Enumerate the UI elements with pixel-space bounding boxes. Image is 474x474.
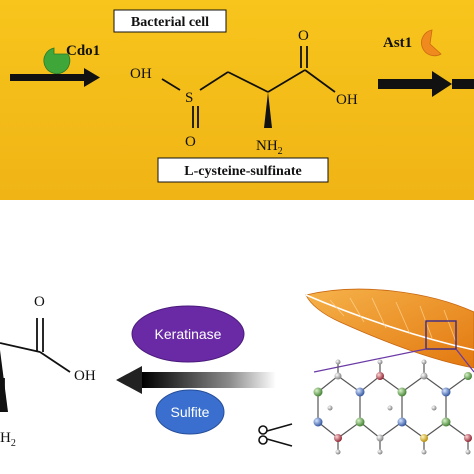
molecule-label: L-cysteine-sulfinate (184, 164, 301, 179)
product-atom-h2: H2 (0, 430, 16, 449)
keratinase-oval (131, 305, 245, 363)
atom-nh2: NH2 (256, 138, 283, 157)
atom-s: S (185, 90, 193, 106)
sulfite-label: Sulfite (171, 404, 210, 420)
feather-zoom-box (425, 320, 457, 350)
bacterial-cell-label-box (113, 9, 227, 33)
degradation-arrow (116, 366, 276, 394)
cysteine-sulfinate-structure (161, 46, 336, 128)
atom-oh-right: OH (336, 92, 358, 108)
product-wedge-bond (0, 350, 8, 412)
keratin-lattice (313, 359, 472, 455)
atom-o-bottom: O (185, 134, 196, 150)
molecule-label-box (157, 157, 329, 183)
cdo1-label: Cdo1 (66, 43, 100, 59)
scissors-icon (258, 423, 293, 447)
product-structure-partial (0, 318, 71, 412)
feather-icon (305, 288, 474, 369)
keratinase-label: Keratinase (155, 326, 222, 342)
bacterial-cell-label: Bacterial cell (131, 15, 209, 30)
atom-nh2-label: NH2 (256, 138, 283, 157)
zoom-line-left (313, 348, 427, 373)
atom-oh-left: OH (130, 66, 152, 82)
ast1-label: Ast1 (383, 35, 412, 51)
sulfite-oval (155, 389, 225, 435)
product-atom-oh: OH (74, 368, 96, 384)
stereo-wedge-bond (264, 92, 272, 128)
product-atom-o: O (34, 294, 45, 310)
cdo1-enzyme-icon (43, 47, 71, 75)
atom-o-top: O (298, 28, 309, 44)
ast1-reaction-arrow (378, 71, 474, 97)
cdo1-reaction-arrow (10, 68, 100, 87)
ast1-enzyme-icon (421, 29, 442, 57)
zoom-line-right (455, 348, 474, 373)
